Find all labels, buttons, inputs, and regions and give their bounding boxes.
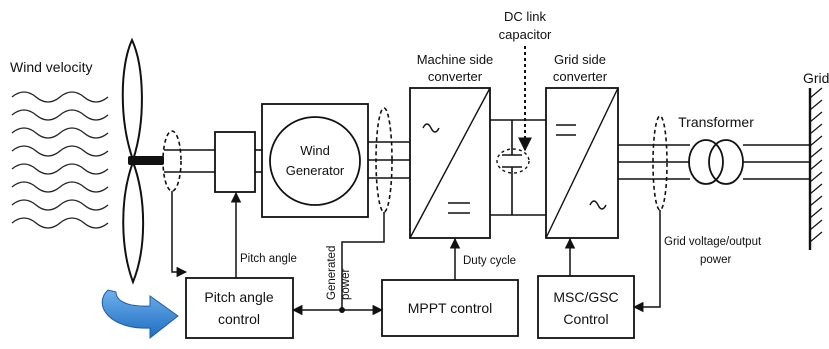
transformer-label: Transformer bbox=[678, 114, 754, 130]
wind-waves-icon bbox=[11, 91, 109, 229]
grid-label: Grid bbox=[803, 70, 829, 86]
wind-generator-label-line1: Wind bbox=[300, 143, 330, 158]
wind-generator-label-line2: Generator bbox=[286, 163, 345, 178]
control-signal-lines bbox=[171, 191, 661, 316]
machine-side-converter-box bbox=[409, 87, 491, 239]
pitch-angle-control-label-line2: control bbox=[218, 311, 260, 327]
machine-side-converter-label-line2: converter bbox=[428, 69, 483, 84]
generator-circle bbox=[269, 116, 361, 206]
duty-cycle-label: Duty cycle bbox=[463, 255, 516, 267]
grid-side-converter-label-line2: converter bbox=[553, 69, 608, 84]
machine-side-converter-label-line1: Machine side bbox=[417, 52, 494, 67]
transformer-output-lines bbox=[743, 144, 810, 180]
wind-turbine-blades-icon bbox=[121, 37, 164, 285]
ground-hatch-icon bbox=[809, 87, 823, 243]
ac-symbol-icon bbox=[589, 200, 607, 210]
mppt-control-label: MPPT control bbox=[408, 300, 493, 316]
shaft-measurement-ellipse bbox=[162, 130, 182, 192]
generated-power-label-line1: Generated bbox=[326, 246, 338, 300]
grid-voltage-label-line1: Grid voltage/output bbox=[664, 236, 762, 248]
pitch-angle-control-label-line1: Pitch angle bbox=[204, 289, 273, 305]
capacitor-measurement-ellipse bbox=[496, 148, 530, 174]
junction-dot bbox=[339, 307, 345, 313]
grid-voltage-label-line2: power bbox=[700, 254, 731, 266]
generated-power-label: Generated power bbox=[326, 246, 352, 300]
generator-measurement-ellipse bbox=[375, 107, 393, 213]
generated-power-label-line2: power bbox=[340, 269, 352, 300]
pitch-angle-control-box bbox=[185, 277, 294, 339]
generator-output-lines bbox=[368, 141, 410, 179]
ac-symbol-icon bbox=[422, 123, 440, 133]
rotation-arrow-icon bbox=[101, 289, 179, 340]
msc-gsc-control-label-line2: Control bbox=[563, 311, 608, 327]
grid-measurement-ellipse bbox=[652, 115, 668, 211]
shaft-lines bbox=[164, 149, 215, 173]
pitch-angle-label: Pitch angle bbox=[240, 253, 297, 265]
msc-gsc-control-label-line1: MSC/GSC bbox=[553, 289, 618, 305]
transformer-icon bbox=[688, 139, 744, 185]
grid-side-output-lines bbox=[618, 144, 690, 180]
grid-side-converter-label-line1: Grid side bbox=[554, 52, 606, 67]
grid-side-converter-box bbox=[545, 87, 619, 239]
dc-link-bus bbox=[490, 119, 546, 216]
dc-link-label-line1: DC link bbox=[504, 9, 546, 24]
dc-symbol-icon bbox=[448, 202, 470, 214]
dc-link-label-line2: capacitor bbox=[499, 27, 552, 42]
msc-gsc-control-box bbox=[537, 275, 635, 339]
dc-symbol-icon bbox=[556, 124, 576, 136]
wind-velocity-label: Wind velocity bbox=[10, 59, 92, 75]
gearbox-box bbox=[214, 131, 256, 193]
